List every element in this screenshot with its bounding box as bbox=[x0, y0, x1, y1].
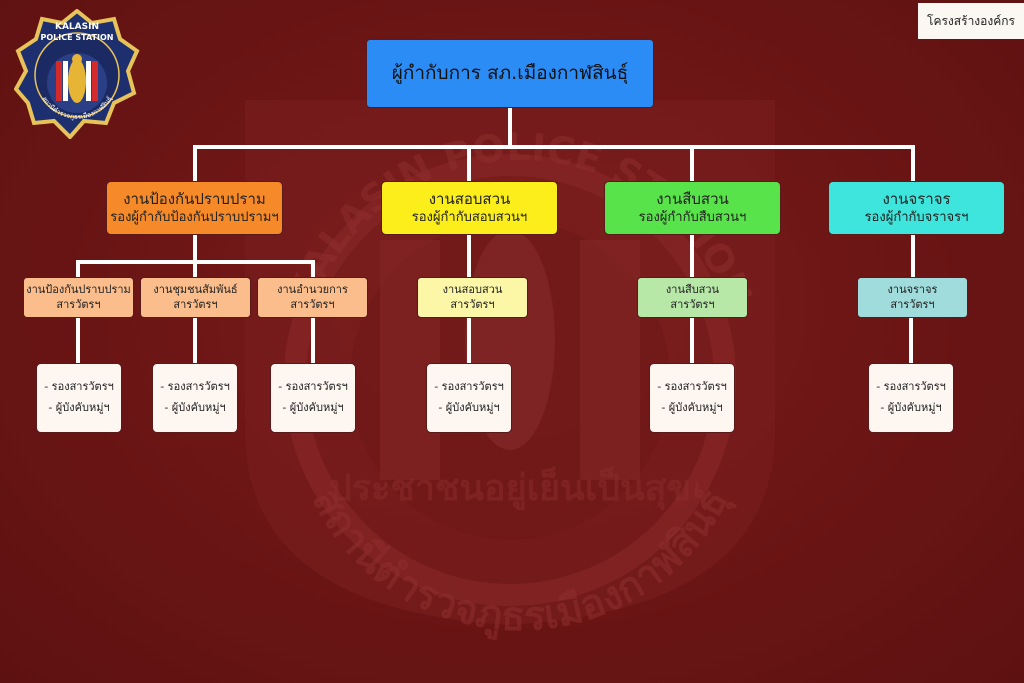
unit-administration: งานอำนวยการ สารวัตรฯ bbox=[257, 277, 368, 318]
unit-subtitle: สารวัตรฯ bbox=[290, 297, 335, 311]
unit-detective: งานสืบสวน สารวัตรฯ bbox=[637, 277, 748, 318]
staff-squad-leader: - ผู้บังคับหมู่ฯ bbox=[164, 401, 226, 414]
division-prevention: งานป้องกันปราบปราม รองผู้กำกับป้องกันปรา… bbox=[106, 181, 283, 235]
division-title: งานจราจร bbox=[882, 190, 951, 209]
page-tag: โครงสร้างองค์กร bbox=[918, 3, 1024, 39]
staff-deputy-inspector: - รองสารวัตรฯ bbox=[160, 380, 230, 394]
staff-box: - รองสารวัตรฯ - ผู้บังคับหมู่ฯ bbox=[36, 363, 122, 433]
unit-title: งานชุมชนสัมพันธ์ bbox=[153, 282, 238, 296]
division-subtitle: รองผู้กำกับจราจรฯ bbox=[864, 210, 969, 226]
chief-box: ผู้กำกับการ สภ.เมืองกาฬสินธุ์ bbox=[366, 39, 654, 108]
unit-traffic: งานจราจร สารวัตรฯ bbox=[857, 277, 968, 318]
division-title: งานสอบสวน bbox=[428, 190, 511, 209]
unit-title: งานสืบสวน bbox=[665, 282, 720, 296]
division-title: งานป้องกันปราบปราม bbox=[123, 190, 266, 209]
division-subtitle: รองผู้กำกับสอบสวนฯ bbox=[411, 210, 528, 226]
staff-box: - รองสารวัตรฯ - ผู้บังคับหมู่ฯ bbox=[649, 363, 735, 433]
unit-suppression: งานป้องกันปราบปราม สารวัตรฯ bbox=[23, 277, 134, 318]
staff-deputy-inspector: - รองสารวัตรฯ bbox=[434, 380, 504, 394]
division-detective: งานสืบสวน รองผู้กำกับสืบสวนฯ bbox=[604, 181, 781, 235]
staff-squad-leader: - ผู้บังคับหมู่ฯ bbox=[438, 401, 500, 414]
division-subtitle: รองผู้กำกับป้องกันปราบปรามฯ bbox=[110, 210, 279, 226]
staff-box: - รองสารวัตรฯ - ผู้บังคับหมู่ฯ bbox=[868, 363, 954, 433]
unit-title: งานอำนวยการ bbox=[277, 282, 348, 296]
staff-deputy-inspector: - รองสารวัตรฯ bbox=[657, 380, 727, 394]
division-subtitle: รองผู้กำกับสืบสวนฯ bbox=[638, 210, 747, 226]
logo-mid-text: POLICE STATION bbox=[41, 33, 114, 42]
division-investigation: งานสอบสวน รองผู้กำกับสอบสวนฯ bbox=[381, 181, 558, 235]
unit-subtitle: สารวัตรฯ bbox=[670, 297, 715, 311]
staff-squad-leader: - ผู้บังคับหมู่ฯ bbox=[661, 401, 723, 414]
police-station-logo: KALASIN POLICE STATION สถานีตำรวจภูธรเมื… bbox=[14, 9, 140, 139]
unit-subtitle: สารวัตรฯ bbox=[890, 297, 935, 311]
staff-deputy-inspector: - รองสารวัตรฯ bbox=[876, 380, 946, 394]
staff-deputy-inspector: - รองสารวัตรฯ bbox=[278, 380, 348, 394]
unit-community-relations: งานชุมชนสัมพันธ์ สารวัตรฯ bbox=[140, 277, 251, 318]
logo-top-text: KALASIN bbox=[55, 22, 99, 32]
unit-subtitle: สารวัตรฯ bbox=[56, 297, 101, 311]
unit-title: งานสอบสวน bbox=[442, 282, 503, 296]
staff-deputy-inspector: - รองสารวัตรฯ bbox=[44, 380, 114, 394]
staff-squad-leader: - ผู้บังคับหมู่ฯ bbox=[282, 401, 344, 414]
division-title: งานสืบสวน bbox=[656, 190, 729, 209]
staff-box: - รองสารวัตรฯ - ผู้บังคับหมู่ฯ bbox=[426, 363, 512, 433]
unit-subtitle: สารวัตรฯ bbox=[173, 297, 218, 311]
staff-squad-leader: - ผู้บังคับหมู่ฯ bbox=[880, 401, 942, 414]
unit-title: งานป้องกันปราบปราม bbox=[26, 282, 131, 296]
division-traffic: งานจราจร รองผู้กำกับจราจรฯ bbox=[828, 181, 1005, 235]
staff-box: - รองสารวัตรฯ - ผู้บังคับหมู่ฯ bbox=[152, 363, 238, 433]
staff-squad-leader: - ผู้บังคับหมู่ฯ bbox=[48, 401, 110, 414]
unit-investigation: งานสอบสวน สารวัตรฯ bbox=[417, 277, 528, 318]
unit-subtitle: สารวัตรฯ bbox=[450, 297, 495, 311]
chief-title: ผู้กำกับการ สภ.เมืองกาฬสินธุ์ bbox=[391, 61, 629, 84]
unit-title: งานจราจร bbox=[887, 282, 938, 296]
staff-box: - รองสารวัตรฯ - ผู้บังคับหมู่ฯ bbox=[270, 363, 356, 433]
